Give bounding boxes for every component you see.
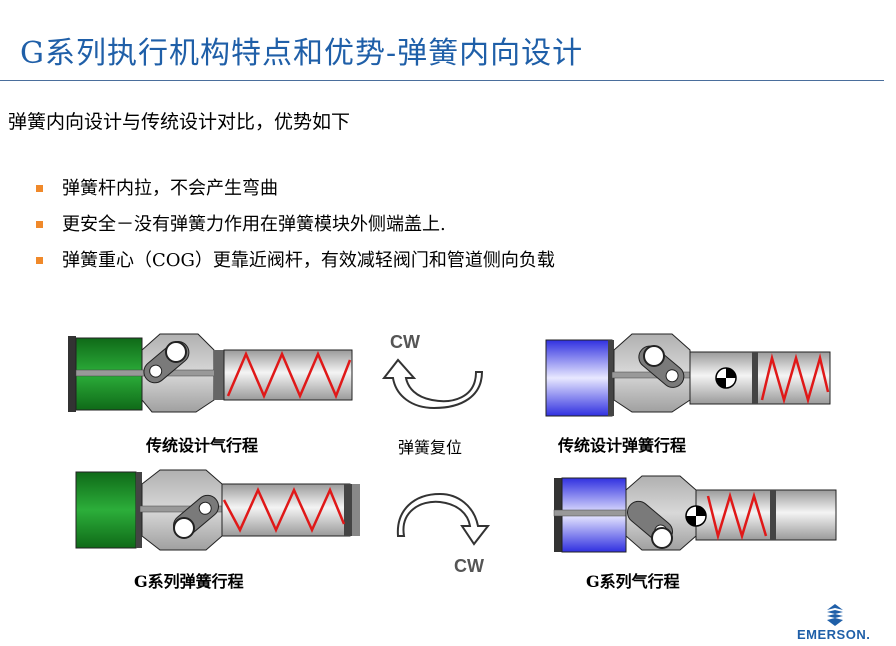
rotation-label: CW (454, 556, 484, 576)
spring-coil (706, 491, 768, 541)
spring-coil (222, 486, 346, 534)
caption-traditional-air-stroke: 传统设计气行程 (146, 436, 259, 455)
emerson-logo-text: EMERSON. (797, 627, 871, 642)
spring-coil (226, 350, 352, 400)
caption-g-series-spring-stroke: G系列弹簧行程 (134, 572, 244, 591)
advantage-text: 弹簧重心（COG）更靠近阀杆，有效减轻阀门和管道侧向负载 (62, 250, 555, 271)
bullet-icon (36, 221, 43, 228)
spring-endcap (344, 484, 352, 536)
comparison-subtitle: 弹簧内向设计与传统设计对比，优势如下 (8, 111, 351, 133)
center-of-gravity-icon (715, 367, 737, 389)
rotation-arrow-icon (381, 358, 484, 410)
pivot-pin (651, 527, 673, 549)
advantage-text: 更安全－没有弹簧力作用在弹簧模块外侧端盖上. (62, 214, 446, 235)
rotation-arrow-icon (396, 492, 491, 546)
caption-traditional-spring-stroke: 传统设计弹簧行程 (558, 436, 687, 455)
air-cylinder (545, 339, 613, 417)
page-title: G系列执行机构特点和优势-弹簧内向设计 (20, 36, 584, 71)
actuator-traditional-air-stroke (68, 333, 353, 413)
air-cylinder (75, 471, 137, 549)
spring-endcap-outer (352, 484, 360, 536)
cylinder-endcap (136, 472, 142, 548)
rotation-label: CW (390, 332, 420, 352)
advantage-item: 弹簧重心（COG）更靠近阀杆，有效减轻阀门和管道侧向负载 (36, 247, 555, 283)
bullet-icon (36, 257, 43, 264)
pivot-pin (643, 345, 665, 367)
actuator-g-series-air-stroke (553, 475, 837, 553)
spring-coil (760, 353, 830, 405)
caption-g-series-air-stroke: G系列气行程 (586, 572, 680, 591)
pivot-pin (165, 341, 187, 363)
title-divider (0, 80, 884, 81)
advantage-text: 弹簧杆内拉，不会产生弯曲 (62, 178, 278, 199)
pivot-pin (173, 517, 195, 539)
caption-spring-return: 弹簧复位 (398, 438, 463, 457)
emerson-logo-icon (827, 604, 843, 626)
cylinder-endcap (608, 340, 614, 416)
bullet-icon (36, 185, 43, 192)
spring-plate (770, 490, 776, 540)
actuator-traditional-spring-stroke (545, 333, 831, 417)
spring-plate (752, 352, 758, 404)
advantage-item: 更安全－没有弹簧力作用在弹簧模块外侧端盖上. (36, 211, 555, 247)
cylinder-endcap (68, 336, 76, 412)
actuator-g-series-spring-stroke (75, 469, 360, 551)
advantages-list: 弹簧杆内拉，不会产生弯曲 更安全－没有弹簧力作用在弹簧模块外侧端盖上. 弹簧重心… (36, 175, 555, 283)
advantage-item: 弹簧杆内拉，不会产生弯曲 (36, 175, 555, 211)
spring-flange (214, 350, 224, 400)
actuator-comparison-diagram (68, 333, 837, 553)
center-of-gravity-icon (685, 505, 707, 527)
